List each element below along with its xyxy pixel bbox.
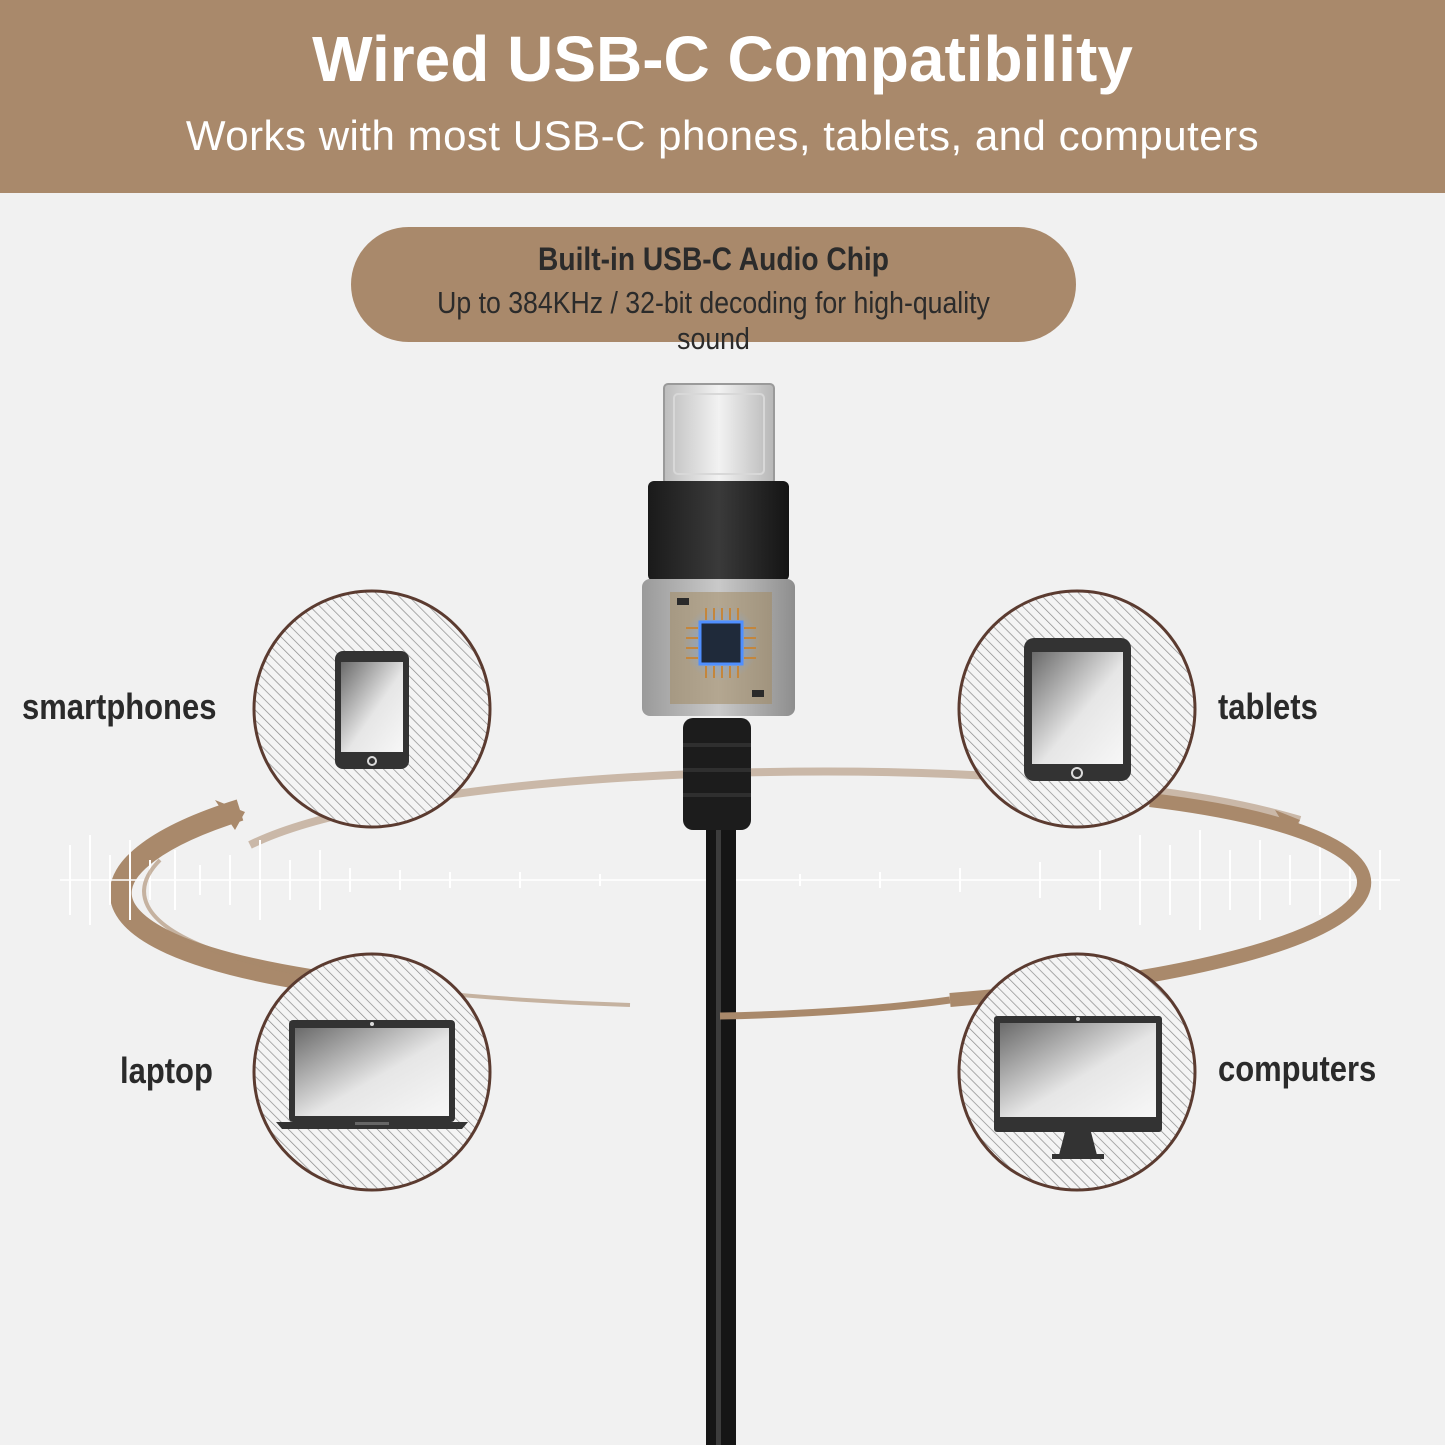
tablet-icon bbox=[1024, 638, 1131, 781]
chip-badge-title: Built-in USB-C Audio Chip bbox=[538, 241, 889, 277]
chip-badge: Built-in USB-C Audio Chip Up to 384KHz /… bbox=[351, 227, 1076, 356]
page-subtitle: Works with most USB-C phones, tablets, a… bbox=[185, 112, 1260, 159]
laptop-icon bbox=[276, 1020, 468, 1129]
chip-badge-description: Up to 384KHz / 32-bit decoding for high-… bbox=[437, 285, 990, 356]
smartphones-device-circle bbox=[252, 589, 492, 829]
header-banner: Wired USB-C Compatibility Works with mos… bbox=[0, 0, 1445, 193]
tablets-label: tablets bbox=[1218, 686, 1318, 727]
usb-c-cable bbox=[642, 383, 795, 1445]
smartphone-icon bbox=[335, 651, 409, 769]
smartphones-label: smartphones bbox=[22, 686, 217, 727]
computers-label: computers bbox=[1218, 1048, 1377, 1089]
monitor-icon bbox=[994, 1016, 1162, 1159]
computers-device-circle bbox=[957, 952, 1197, 1192]
laptop-label: laptop bbox=[120, 1050, 213, 1091]
tablets-device-circle bbox=[957, 589, 1197, 829]
page-title: Wired USB-C Compatibility bbox=[312, 23, 1133, 95]
laptop-device-circle bbox=[252, 952, 492, 1192]
